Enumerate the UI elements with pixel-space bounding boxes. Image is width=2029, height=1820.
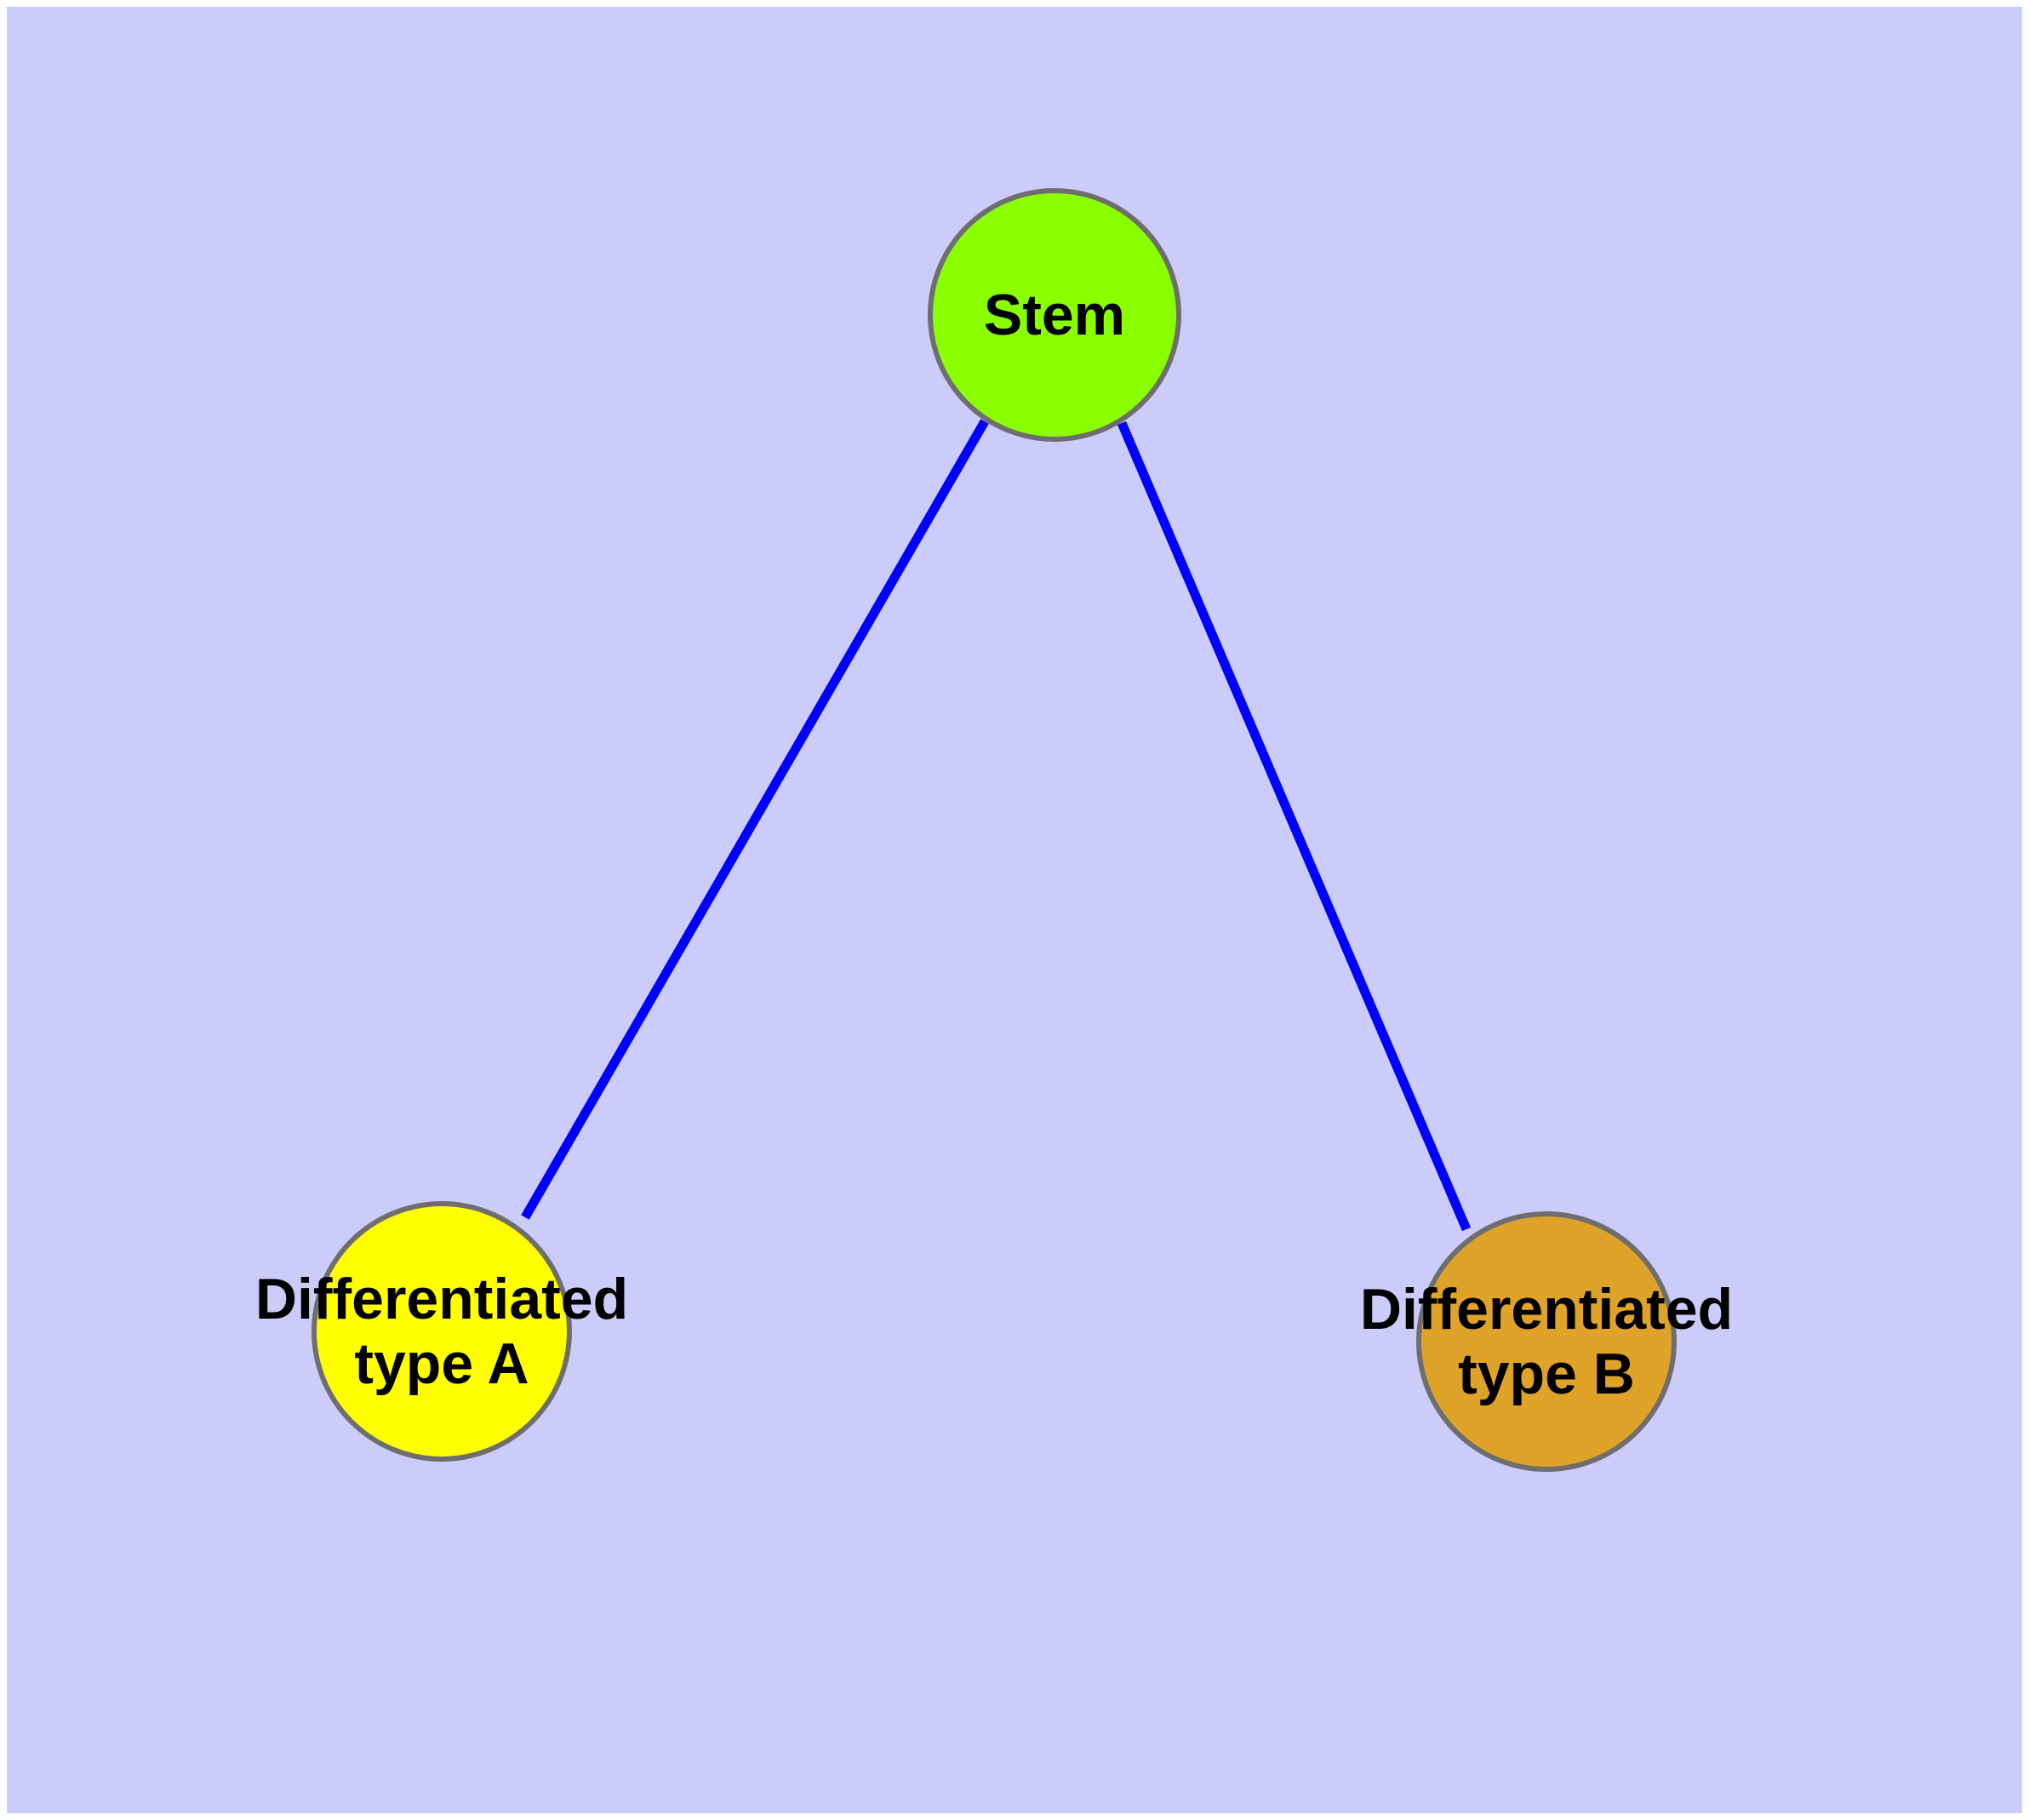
edge-stem-to-diff-b [1117, 421, 1472, 1232]
node-stem[interactable] [928, 188, 1181, 442]
edge-stem-to-diff-a [521, 419, 989, 1220]
node-differentiated-type-a[interactable] [311, 1201, 572, 1462]
node-differentiated-type-b[interactable] [1416, 1211, 1677, 1472]
